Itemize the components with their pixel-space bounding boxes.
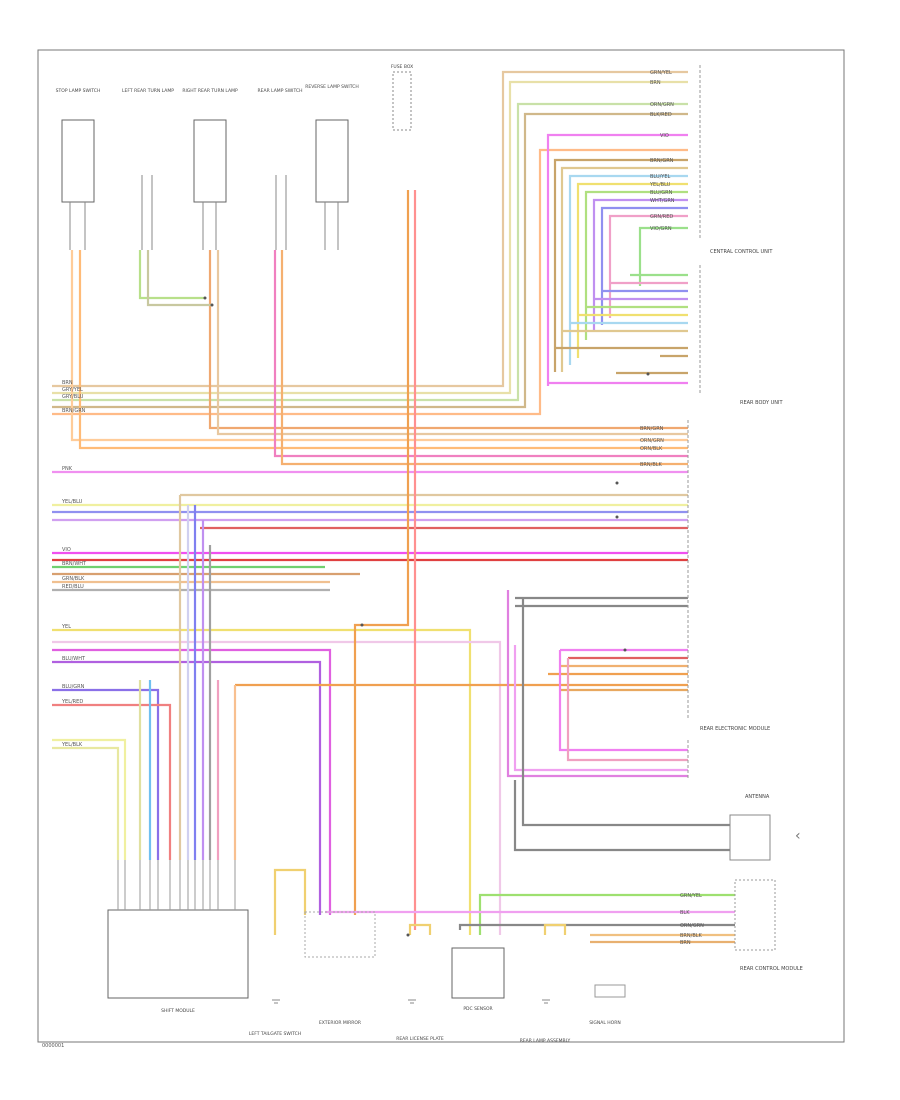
antenna-icon: ‹ [795, 828, 801, 844]
module-label-1: CENTRAL CONTROL UNIT [710, 249, 773, 255]
wire-pink [546, 133, 688, 386]
right-wire-labels: GRN/YEL BRN ORN/GRN BLK/RED VIO BRN/GRN … [640, 70, 675, 468]
wlabel-r4: BLK/RED [650, 112, 672, 118]
wlabel-l15: YEL/BLK [61, 742, 83, 748]
wlabel-b3: ORN/GRN [680, 923, 704, 929]
module-label-4: ANTENNA [745, 794, 770, 800]
wire-lightblue [568, 174, 688, 365]
wlabel-r8: YEL/BLU [649, 182, 671, 188]
ground-icon [272, 999, 550, 1004]
wire-green-light [52, 102, 688, 402]
diagram-frame [37, 49, 845, 1043]
wlabel-l13: BLU/GRN [62, 684, 85, 690]
wlabel-m1: BRN/GRN [640, 426, 664, 432]
bottom-label-5: REAR LAMP ASSEMBLY [520, 1038, 571, 1044]
wlabel-l7: VIO [62, 547, 71, 553]
bottom-label-4: PDC SENSOR [463, 1006, 492, 1012]
comp-label-4: REAR LAMP SWITCH [258, 88, 303, 94]
wlabel-b4: BRN/BLK [680, 933, 703, 939]
wlabel-l11: YEL [61, 624, 71, 630]
shift-module-label: SHIFT MODULE [161, 1008, 195, 1014]
wire-orange-light [52, 148, 688, 416]
left-wire-labels: BRN GRY/YEL GRY/BLU BRN/GRN PNK YEL/BLU … [61, 380, 87, 748]
shift-module [107, 909, 249, 999]
stop-lamp-switch [61, 119, 95, 203]
bottom-components: SHIFT MODULE LEFT TAILGATE SWITCH EXTERI… [107, 860, 626, 1044]
wlabel-l6: YEL/BLU [61, 499, 83, 505]
comp-label-1: STOP LAMP SWITCH [56, 88, 101, 94]
wire-tan [52, 70, 688, 388]
bottom-label-6: SIGNAL HORN [589, 1020, 620, 1026]
wlabel-l2: GRY/YEL [62, 387, 83, 393]
comp-label-3: RIGHT REAR TURN LAMP [182, 88, 238, 94]
wire-green2 [638, 226, 688, 286]
wlabel-l3: GRY/BLU [62, 394, 84, 400]
wire-orange-pale [70, 250, 688, 442]
bottom-label-3: REAR LICENSE PLATE [396, 1036, 444, 1042]
wlabel-l5: PNK [62, 466, 73, 472]
wlabel-r10: WHT/GRN [650, 198, 675, 204]
wlabel-r2: BRN [650, 80, 661, 86]
comp-label-5: REVERSE LAMP SWITCH [305, 84, 359, 90]
module-label-2: REAR BODY UNIT [740, 400, 783, 406]
wire-brown [553, 158, 688, 372]
bottom-right-labels: GRN/YEL BLK ORN/GRN BRN/BLK BRN [680, 893, 704, 946]
wlabel-m3: ORN/BLK [640, 446, 663, 452]
wire-yellow-light [52, 80, 688, 395]
comp-label-2: LEFT REAR TURN LAMP [122, 88, 174, 94]
module-label-5: REAR CONTROL MODULE [740, 966, 803, 972]
wire-bundle [52, 70, 735, 944]
wlabel-r3: ORN/GRN [650, 102, 674, 108]
wlabel-b5: BRN [680, 940, 691, 946]
reverse-lamp-switch [315, 119, 349, 203]
module-label-3: REAR ELECTRONIC MODULE [700, 726, 770, 732]
wlabel-l14: YEL/RED [61, 699, 83, 705]
right-modules: CENTRAL CONTROL UNIT REAR BODY UNIT REAR… [687, 65, 803, 972]
wire-violet [592, 198, 688, 332]
wlabel-r1: GRN/YEL [650, 70, 672, 76]
wire-brown-light [52, 112, 688, 409]
wlabel-m4: BRN/BLK [640, 462, 663, 468]
wlabel-l10: RED/BLU [62, 584, 84, 590]
page-id: 0000001 [42, 1043, 64, 1049]
wlabel-r12: VIO/GRN [650, 226, 672, 232]
wire-blue [600, 206, 688, 325]
wlabel-l9: GRN/BLK [62, 576, 85, 582]
wire-tan2 [560, 166, 688, 372]
junction-dots [203, 296, 650, 937]
top-components: STOP LAMP SWITCH LEFT REAR TURN LAMP RIG… [56, 64, 413, 250]
wire-orange [78, 250, 688, 450]
wire-green [584, 190, 688, 340]
wire-pink2 [608, 214, 688, 318]
wlabel-b2: BLK [680, 910, 690, 916]
wlabel-m2: ORN/GRN [640, 438, 664, 444]
wlabel-l4: BRN/GRN [62, 408, 86, 414]
wlabel-l12: BLU/WHT [62, 656, 86, 662]
signal-horn-icon [594, 984, 626, 998]
pdc-sensor [451, 947, 505, 999]
antenna-box [729, 814, 771, 861]
fuse-label: FUSE BOX [391, 64, 413, 70]
right-rear-turn-lamp [193, 119, 227, 203]
wlabel-b1: GRN/YEL [680, 893, 702, 899]
wlabel-l8: BRN/WHT [62, 561, 87, 567]
wlabel-l1: BRN [62, 380, 73, 386]
bottom-label-2: EXTERIOR MIRROR [319, 1020, 361, 1026]
fuse-box [392, 71, 412, 131]
wlabel-r11: GRN/RED [650, 214, 673, 220]
wlabel-r6: BRN/GRN [650, 158, 674, 164]
bottom-label-1: LEFT TAILGATE SWITCH [249, 1031, 301, 1037]
wlabel-r7: BLU/YEL [650, 174, 671, 180]
wlabel-r9: BLU/GRN [650, 190, 673, 196]
wire-yellow [576, 182, 688, 358]
wlabel-r5: VIO [660, 133, 669, 139]
